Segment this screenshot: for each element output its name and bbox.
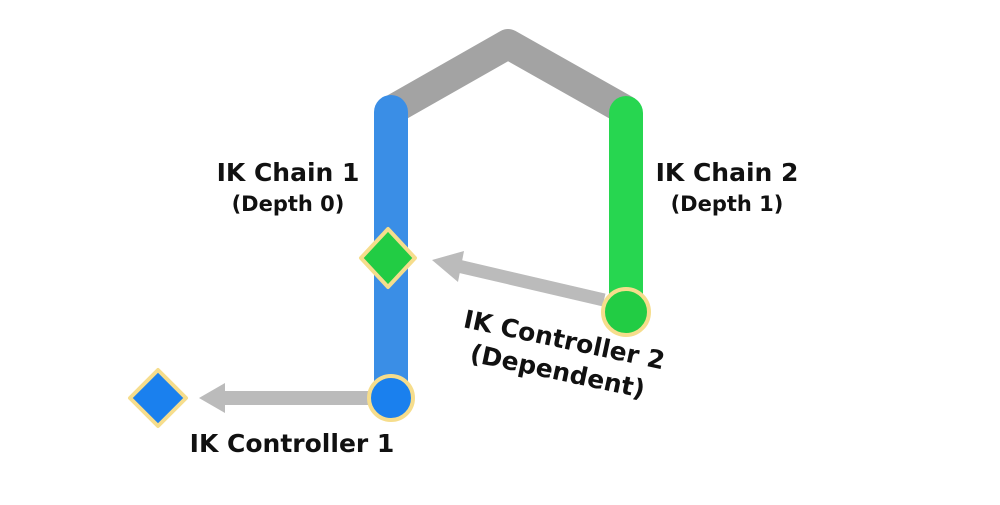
ik-chain-2-title: IK Chain 2 — [656, 158, 799, 187]
ik-chain-1-title: IK Chain 1 — [217, 158, 360, 187]
controller-1-endpoint-circle[interactable] — [367, 374, 415, 422]
ik-controller-1-label: IK Controller 1 — [190, 429, 395, 458]
controller-2-arrow-shaft — [456, 259, 606, 307]
ik-chain-1-depth: (Depth 0) — [232, 192, 345, 216]
controller-2-target-diamond-icon[interactable] — [359, 227, 417, 289]
ik-chain-2-depth: (Depth 1) — [671, 192, 784, 216]
controller-1-target-diamond-icon[interactable] — [128, 368, 188, 428]
controller-2-endpoint-circle[interactable] — [601, 287, 651, 337]
roof-bone-connector — [377, 29, 640, 125]
controller-2-arrow-head — [432, 251, 464, 282]
controller-1-arrow-head — [199, 383, 225, 413]
